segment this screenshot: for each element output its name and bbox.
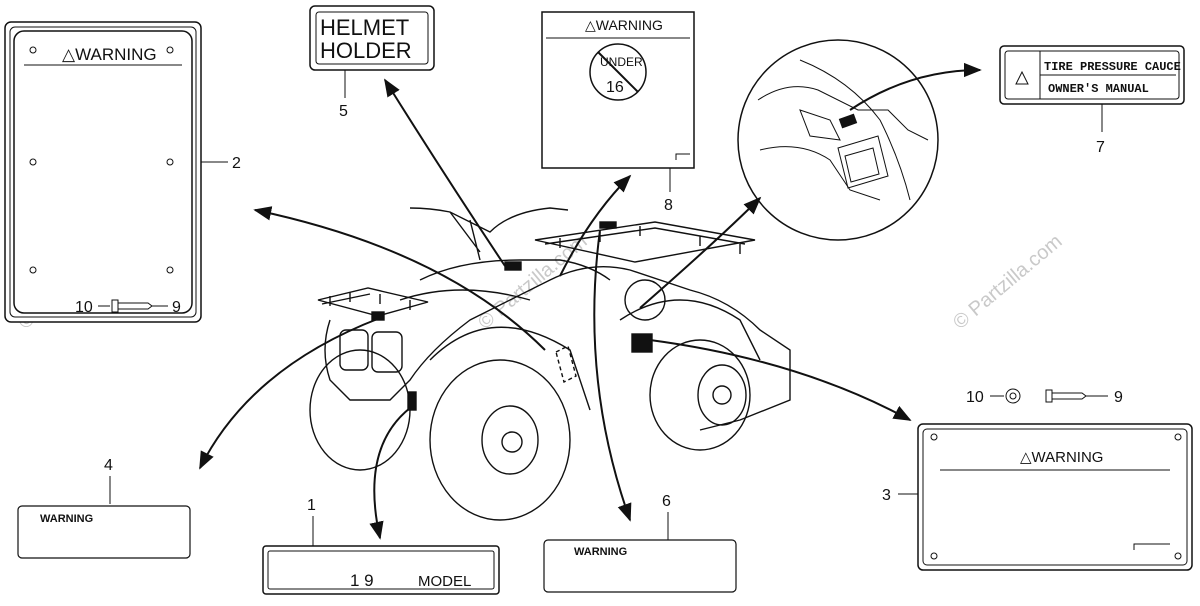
callout-9-right: 9 [1114, 389, 1123, 406]
label-4-text: WARNING [40, 513, 93, 525]
label-5-helmet-holder[interactable]: HELMET HOLDER [309, 5, 435, 71]
label-6-warning[interactable]: WARNING [543, 539, 737, 593]
helmet-line1: HELMET [320, 15, 409, 40]
label-2-warning-plate[interactable]: △WARNING [4, 21, 202, 323]
rivet-right: 10 9 [966, 388, 1123, 406]
rivet-left: 10 9 [75, 299, 181, 316]
callout-1: 1 [307, 497, 316, 514]
label-4-warning[interactable]: WARNING [17, 505, 191, 559]
detail-zoom-circle [737, 39, 939, 241]
label-6-text: WARNING [574, 546, 627, 558]
callout-7: 7 [1096, 139, 1105, 156]
callout-3: 3 [882, 487, 891, 504]
atv-illustration [309, 207, 791, 521]
tire-line1: TIRE PRESSURE CAUCE [1044, 60, 1181, 74]
label-7-tire-pressure[interactable]: TIRE PRESSURE CAUCE OWNER'S MANUAL [999, 45, 1185, 105]
label-8-warning-text: △WARNING [585, 17, 663, 33]
watermark-right: © Partzilla.com [949, 230, 1066, 333]
helmet-line2: HOLDER [320, 38, 412, 63]
callout-10-right: 10 [966, 389, 984, 406]
label-8-under-16-warning[interactable]: △WARNING UNDER 16 [541, 11, 695, 169]
under16-line1: UNDER [600, 55, 643, 69]
callout-8: 8 [664, 197, 673, 214]
label-1-model-plate[interactable]: 1 9 MODEL [262, 545, 500, 595]
label-3-warning-plate[interactable]: △WARNING [917, 423, 1193, 571]
label-2-warning-text: △WARNING [62, 45, 157, 64]
callout-4: 4 [104, 457, 113, 474]
under16-line2: 16 [606, 79, 624, 96]
callout-9-left: 9 [172, 299, 181, 316]
model-year: 1 9 [350, 571, 374, 590]
model-text: MODEL [418, 573, 471, 590]
label-3-warning-text: △WARNING [1020, 449, 1103, 466]
callout-6: 6 [662, 493, 671, 510]
tire-line2: OWNER'S MANUAL [1048, 82, 1149, 96]
callout-10-left: 10 [75, 299, 93, 316]
callout-5: 5 [339, 103, 348, 120]
callout-2: 2 [232, 155, 241, 172]
leader-arrows [199, 62, 982, 540]
